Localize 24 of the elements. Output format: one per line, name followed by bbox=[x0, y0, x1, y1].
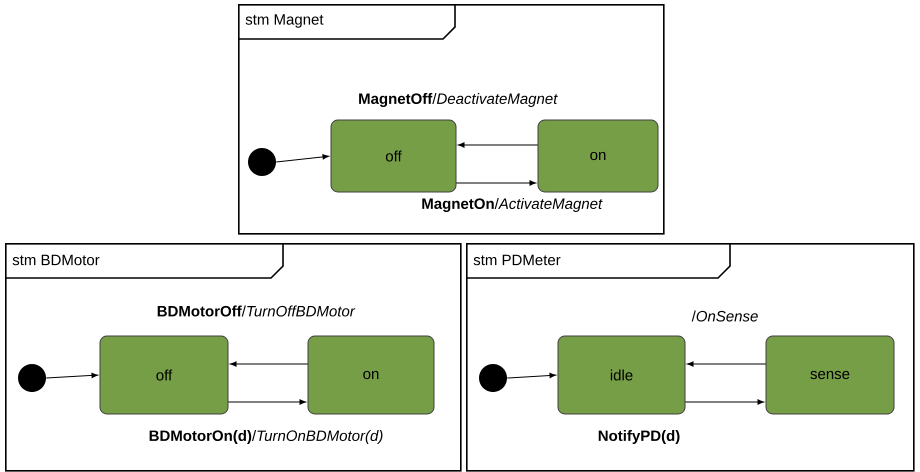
edge-label: MagnetOff/DeactivateMagnet bbox=[359, 92, 558, 108]
edge-label: MagnetOn/ActivateMagnet bbox=[422, 198, 603, 212]
state-box: off bbox=[330, 120, 456, 192]
edge-label: BDMotorOff/TurnOffBDMotor bbox=[158, 306, 356, 316]
initial-state bbox=[479, 364, 507, 392]
state-box: idle bbox=[558, 336, 686, 414]
edge-label: NotifyPD(d) bbox=[598, 430, 680, 444]
state-box: off bbox=[100, 336, 228, 414]
arrow bbox=[685, 399, 764, 405]
arrow bbox=[458, 142, 538, 148]
initial-state bbox=[18, 364, 46, 392]
edge-label: /OnSense bbox=[692, 310, 758, 322]
initial-state bbox=[248, 148, 276, 176]
edge-label: BDMotorOn(d)/TurnOnBDMotor(d) bbox=[150, 430, 382, 444]
arrow bbox=[230, 361, 308, 367]
state-box: on bbox=[308, 336, 434, 414]
arrow bbox=[456, 180, 536, 186]
arrow bbox=[228, 399, 306, 405]
arrow bbox=[276, 154, 329, 162]
state-box: on bbox=[538, 120, 658, 192]
arrow bbox=[687, 361, 766, 367]
state-box: sense bbox=[766, 336, 894, 414]
arrow bbox=[46, 372, 98, 378]
arrow bbox=[506, 372, 556, 378]
